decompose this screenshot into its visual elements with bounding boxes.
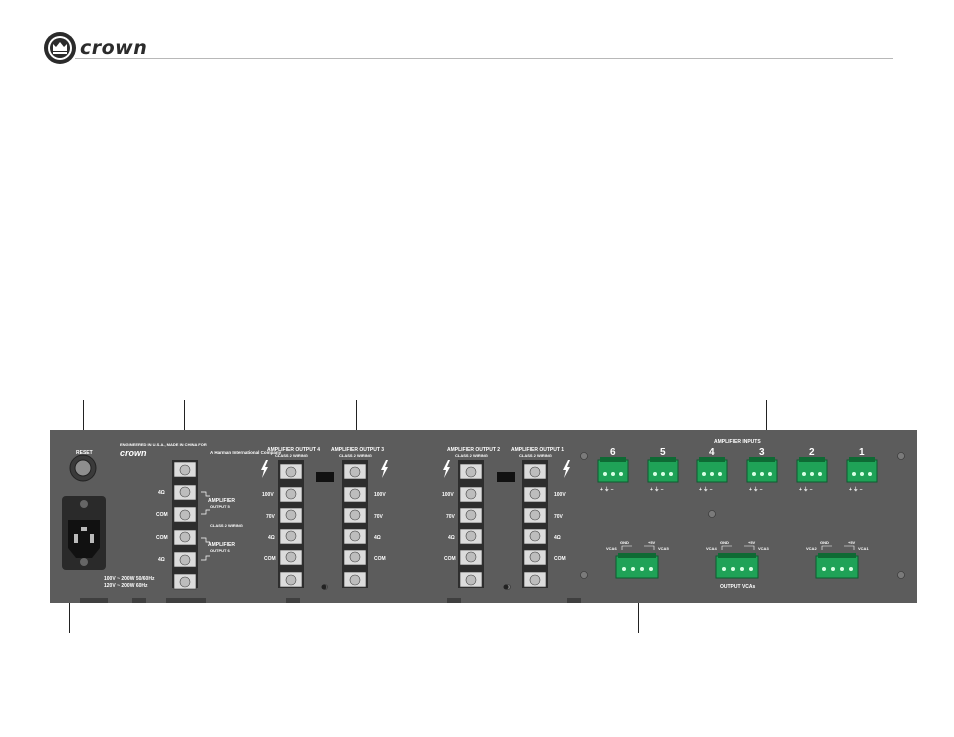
tap-label-o4-70v: 70V xyxy=(266,514,275,520)
vca2-left: VCA4 xyxy=(706,546,717,551)
tap-label-o2-com: COM xyxy=(444,556,456,562)
input-number-1: 1 xyxy=(859,447,865,458)
terminal-strip-output-4 xyxy=(278,460,304,588)
vca1-gnd: GND xyxy=(620,540,629,545)
tap-label-o2-4ohm: 4Ω xyxy=(448,535,455,541)
power-spec-1: 100V ~ 200W 50/60Hz xyxy=(104,576,155,582)
tap-label-o3-100v: 100V xyxy=(374,492,386,498)
output-vcas-label: OUTPUT VCAs xyxy=(720,584,756,590)
amp-out-2-subtitle: CLASS 2 WIRING xyxy=(455,453,488,458)
tap-label-o4-100v: 100V xyxy=(262,492,274,498)
callout-line-reset xyxy=(83,400,84,454)
vca-connectors xyxy=(615,553,859,579)
class2-wiring-label: CLASS 2 WIRING xyxy=(210,523,243,528)
screw-icon xyxy=(897,452,905,460)
power-spec-2: 120V ~ 200W 60Hz xyxy=(104,583,148,589)
vca2-gnd: GND xyxy=(720,540,729,545)
reset-button-icon xyxy=(69,454,97,482)
tap-label-o4-com: COM xyxy=(264,556,276,562)
tap-label-o1-100v: 100V xyxy=(554,492,566,498)
vca1-far: VCA5 xyxy=(658,546,669,551)
brand-wordmark: crown xyxy=(80,37,148,59)
input-pins-5: + ⏚ − xyxy=(650,487,664,493)
harman-text: A Harman International Company xyxy=(210,450,282,455)
input-pins-4: + ⏚ − xyxy=(699,487,713,493)
power-inlet-icon xyxy=(62,496,106,570)
amp-out-3-title: AMPLIFIER OUTPUT 3 xyxy=(331,447,385,453)
reset-label: RESET xyxy=(76,450,93,456)
amp-out-5-title: AMPLIFIER xyxy=(208,498,235,504)
tap-label-o4-4ohm: 4Ω xyxy=(268,535,275,541)
terminal-strip-output-2 xyxy=(458,460,484,588)
tap-label-o3-4ohm: 4Ω xyxy=(374,535,381,541)
tap-label-o1-com: COM xyxy=(554,556,566,562)
tap-label-o1-4ohm: 4Ω xyxy=(554,535,561,541)
amp-out-2-title: AMPLIFIER OUTPUT 2 xyxy=(447,447,501,453)
vca2-5v: +5V xyxy=(748,540,756,545)
amp-out-4-title: AMPLIFIER OUTPUT 4 xyxy=(267,447,321,453)
input-number-6: 6 xyxy=(610,447,616,458)
amp-out-6-subtitle: OUTPUT 6 xyxy=(210,548,230,553)
vca3-gnd: GND xyxy=(820,540,829,545)
tap-label-o1-70v: 70V xyxy=(554,514,563,520)
vca1-5v: +5V xyxy=(648,540,656,545)
tap-label-o3-70v: 70V xyxy=(374,514,383,520)
engineered-text: ENGINEERED IN U.S.A., MADE IN CHINA FOR xyxy=(120,442,207,447)
input-pins-3: + ⏚ − xyxy=(749,487,763,493)
input-number-2: 2 xyxy=(809,447,815,458)
tap-label-o3-com: COM xyxy=(374,556,386,562)
screw-icon xyxy=(580,452,588,460)
amp-out-3-subtitle: CLASS 2 WIRING xyxy=(339,453,372,458)
input-number-5: 5 xyxy=(660,447,666,458)
terminal-strip-output-3 xyxy=(342,460,368,588)
input-pins-1: + ⏚ − xyxy=(849,487,863,493)
amp-out-4-subtitle: CLASS 2 WIRING xyxy=(275,453,308,458)
amp-out-6-title: AMPLIFIER xyxy=(208,542,235,548)
brand-small: crown xyxy=(120,448,147,458)
vca3-5v: +5V xyxy=(848,540,856,545)
hazard-lightning-icon xyxy=(261,460,570,478)
terminal-strip-output-1 xyxy=(522,460,548,588)
screw-icon xyxy=(708,510,716,518)
input-pins-6: + ⏚ − xyxy=(600,487,614,493)
left-term-label-2: COM xyxy=(156,512,168,518)
input-pins-2: + ⏚ − xyxy=(799,487,813,493)
left-term-label-4: 4Ω xyxy=(158,557,165,563)
header-rule xyxy=(75,58,893,59)
left-term-label-1: 4Ω xyxy=(158,490,165,496)
amp-out-5-subtitle: OUTPUT 5 xyxy=(210,504,230,509)
input-connectors xyxy=(597,457,878,483)
vca3-far: VCA1 xyxy=(858,546,869,551)
amp-inputs-label: AMPLIFIER INPUTS xyxy=(714,439,761,445)
amp-out-1-subtitle: CLASS 2 WIRING xyxy=(519,453,552,458)
vca1-left: VCA6 xyxy=(606,546,617,551)
screw-icon xyxy=(897,571,905,579)
vca3-left: VCA2 xyxy=(806,546,817,551)
vca2-far: VCA3 xyxy=(758,546,769,551)
rear-panel: RESET ENGINEERED IN U.S.A., MADE IN CHIN… xyxy=(50,430,917,603)
terminal-strip-output-5-6 xyxy=(172,460,198,590)
crown-logo-icon xyxy=(42,30,78,71)
input-number-4: 4 xyxy=(709,447,715,458)
input-number-3: 3 xyxy=(759,447,765,458)
screw-icon xyxy=(580,571,588,579)
tap-label-o2-70v: 70V xyxy=(446,514,455,520)
left-term-label-3: COM xyxy=(156,535,168,541)
amp-out-1-title: AMPLIFIER OUTPUT 1 xyxy=(511,447,565,453)
tap-label-o2-100v: 100V xyxy=(442,492,454,498)
